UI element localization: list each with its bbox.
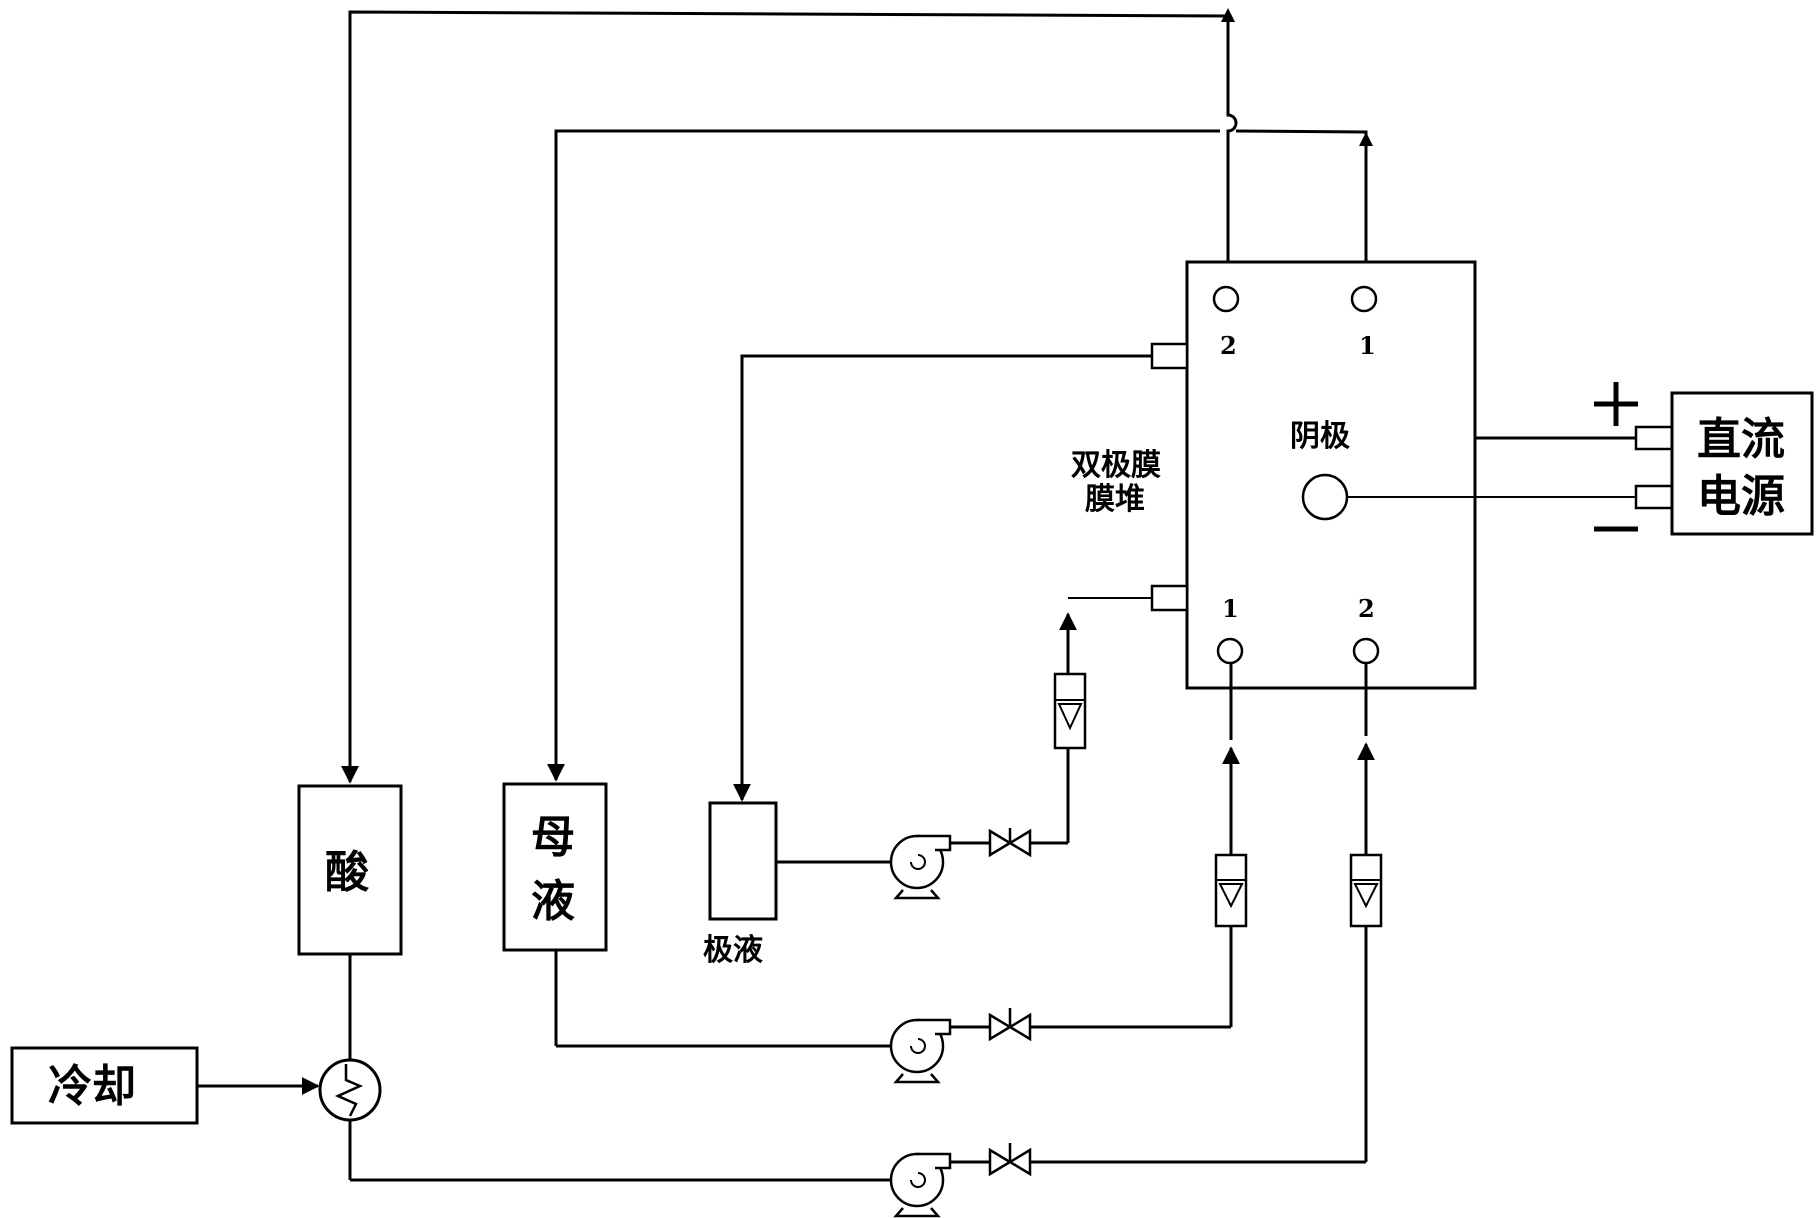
acid-flowmeter <box>1349 853 1383 928</box>
acid-return-line <box>341 8 1238 784</box>
electrode-liquid-tank: 极液 <box>703 801 778 968</box>
heat-exchanger <box>318 954 382 1122</box>
electrode-liquid-circuit <box>776 597 1152 864</box>
mother-liquor-circuit <box>554 663 1240 1048</box>
plus-sign <box>1594 382 1638 426</box>
port-label-bottom-right: 2 <box>1358 594 1375 623</box>
port-label-top-left: 2 <box>1220 331 1237 360</box>
port-label-bottom-left: 1 <box>1222 594 1239 623</box>
mother-liquor-pump <box>889 1018 952 1084</box>
bipolar-membrane-stack: 2 1 1 2 阴极 <box>1150 260 1477 690</box>
mother-liquor-label-char2: 液 <box>531 876 575 927</box>
mother-liquor-flowmeter <box>1214 853 1248 928</box>
mother-liquor-tank: 母 液 <box>502 782 608 952</box>
acid-tank: 酸 <box>297 784 403 956</box>
acid-valve <box>988 1143 1032 1177</box>
port-top-left <box>1212 285 1240 313</box>
acid-pump <box>889 1152 952 1218</box>
acid-circuit <box>348 663 1375 1182</box>
port-top-right <box>1350 285 1378 313</box>
power-label-line2: 电源 <box>1697 471 1785 522</box>
mother-liquor-valve <box>988 1008 1032 1042</box>
stack-label-line2: 膜堆 <box>1085 482 1145 517</box>
stack-label-line1: 双极膜 <box>1071 448 1161 483</box>
cooling-label: 冷却 <box>48 1061 136 1112</box>
mother-liquor-label-char1: 母 <box>531 812 575 863</box>
electrode-liquid-valve <box>988 828 1032 858</box>
electrode-inlet-nozzle <box>1150 584 1189 612</box>
acid-tank-label: 酸 <box>325 847 370 898</box>
electrode-liquid-flowmeter <box>1053 672 1087 750</box>
port-label-top-right: 1 <box>1359 331 1376 360</box>
electrode-liquid-pump <box>889 834 952 900</box>
power-label-line1: 直流 <box>1697 414 1785 465</box>
dc-power-supply: 直流 电源 <box>1347 382 1814 536</box>
electrode-outlet-nozzle <box>1150 342 1189 370</box>
electrode-liquid-label: 极液 <box>703 933 763 968</box>
mother-liquor-return-line <box>556 129 1373 780</box>
cathode-label: 阴极 <box>1290 419 1350 454</box>
electrode-liquid-return-line <box>733 354 1152 802</box>
cooling-unit: 冷却 <box>10 1046 320 1125</box>
